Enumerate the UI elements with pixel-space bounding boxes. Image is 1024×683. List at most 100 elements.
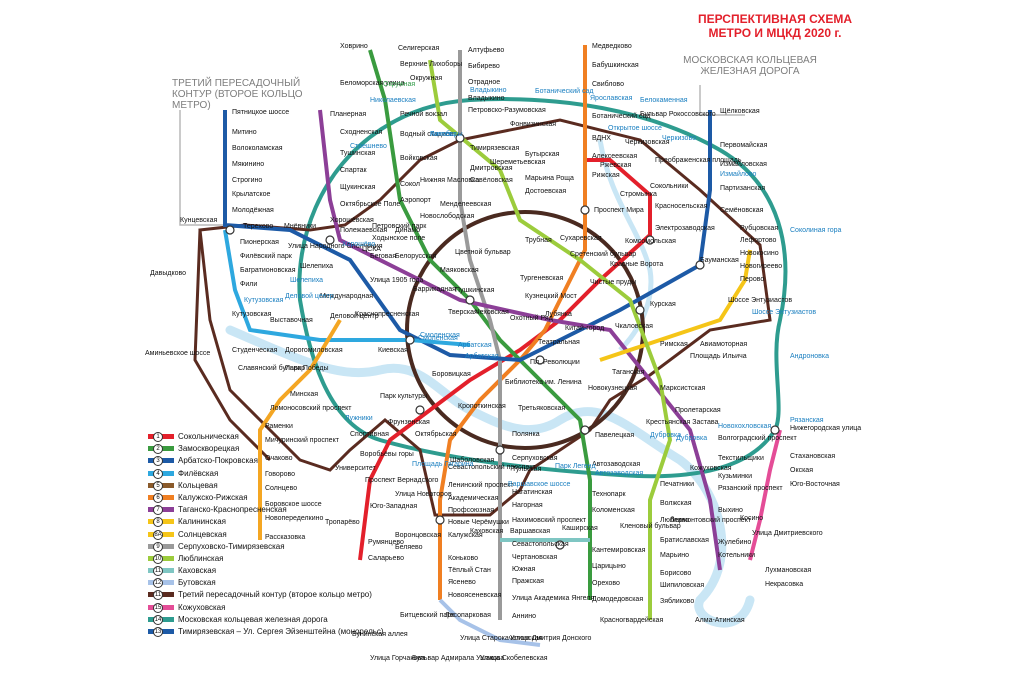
mcc-station-novokhokhlovskaya: Новохохловская (718, 423, 771, 430)
station-chertanovskaya: Чертановская (512, 554, 557, 561)
station-otradnoe: Отрадное (468, 79, 500, 86)
station-smolenskaya: Смоленская (420, 332, 460, 339)
station-strogino: Строгино (232, 177, 262, 184)
station-filyovsky-park: Филёвский парк (240, 252, 293, 260)
station-volokolamskaya: Волоколамская (232, 145, 283, 152)
mcc-station-belokamennaya: Белокаменная (640, 97, 688, 104)
station-klenovy: Кленовый бульвар (620, 522, 681, 530)
station-rzhevskaya: Ржевская (600, 162, 631, 169)
station-novokuznetskaya: Новокузнецкая (588, 385, 637, 392)
station-tverskaya: Тверская (448, 309, 478, 316)
station-khoroshyovskaya: Хорошёвская (330, 217, 374, 224)
station-lesoparkovaya: Лесопарковая (445, 612, 491, 619)
station-lubyanka: Лубянка (545, 310, 572, 318)
station-stromynka: Стромынка (620, 191, 657, 198)
station-fili: Фили (240, 281, 257, 288)
station-ulitsa-1905: Улица 1905 года (370, 277, 424, 284)
station-krylatskoe: Крылатское (232, 191, 270, 198)
station-verkhnie-likhobory: Верхние Лихоборы (400, 60, 462, 68)
legend-label: Серпуховско-Тимирязевская (178, 541, 285, 551)
station-shosse-entuziastov: Шоссе Энтузиастов (728, 297, 792, 304)
station-rubtsovskaya: Рубцовская (740, 224, 778, 232)
station-park-kultury: Парк культуры (380, 393, 427, 400)
station-bibirevo: Бибирево (468, 62, 500, 70)
station-likhobory: Лихоборы (430, 130, 463, 138)
legend-item: 9 Серпуховско-Тимирязевская (148, 541, 318, 554)
station-tulskaya: Тульская (512, 466, 542, 473)
station-nizhegorodskaya: Нижегородская улица (790, 425, 861, 432)
station-vladykino: Владыкино (468, 95, 505, 102)
legend-label: Московская кольцевая железная дорога (178, 614, 328, 624)
station-yangelya: Улица Академика Янгеля (512, 595, 594, 602)
station-borovitskaya: Боровицкая (432, 371, 471, 378)
station-dmitriya-donskogo: Улица Дмитрия Донского (510, 635, 592, 642)
station-okruzhnaya: Окружная (410, 75, 442, 82)
legend-line-number: 6 (153, 492, 163, 503)
station-shchukinskaya: Щукинская (340, 184, 376, 191)
interchange-markers (225, 133, 780, 550)
station-begovaya: Беговая (370, 253, 396, 260)
mcc-station-dubrovka: Дубровка (676, 434, 707, 442)
station-voykovskaya: Войковская (400, 154, 438, 162)
mcc-station-arbatskaya: Арбатская (458, 341, 492, 349)
station-chekhovskaya: Чеховская (475, 309, 509, 316)
station-profsoyuznaya: Профсоюзная (448, 507, 494, 514)
station-prazhskaya: Пражская (512, 578, 544, 585)
station-prospekt-vernadskogo: Проспект Вернадского (365, 477, 439, 484)
station-troparyovo: Тропарёво (325, 519, 360, 526)
station-novokosino: Новокосино (740, 250, 779, 257)
line-8a (258, 318, 342, 540)
station-orekhovo: Орехово (592, 580, 620, 587)
station-kuzminki: Кузьминки (718, 473, 752, 480)
station-ryazansky: Рязанский проспект (718, 484, 783, 492)
legend-line-number: 2 (153, 444, 163, 455)
station-lermontovsky: Лермонтовский проспект (670, 516, 752, 524)
mcc-station-otkrytoe: Открытое шоссе (608, 125, 662, 132)
station-vorontsovskaya: Воронцовская (395, 532, 441, 539)
station-botanichesky-sad: Ботанический сад (592, 112, 650, 120)
station-molodyozhnaya: Молодёжная (232, 207, 274, 214)
station-baumanskaya: Бауманская (700, 257, 739, 264)
station-altufyevo: Алтуфьево (468, 47, 504, 54)
station-oktyabrskoe-pole: Октябрьское Поле (340, 200, 400, 208)
station-pionerskaya: Пионерская (240, 239, 279, 246)
station-petrovsko-razumovskaya: Петровско-Разумовская (468, 107, 546, 114)
station-myakinino: Мякинино (232, 161, 264, 168)
station-dorogomilovskaya: Дорогомиловская (285, 347, 343, 354)
station-rumyantsevo: Румянцево (368, 539, 404, 546)
station-kolomenskaya: Коломенская (592, 507, 635, 514)
mcc-station-avtozavodskaya: Автозаводская (595, 470, 643, 477)
station-sviblovo: Свиблово (592, 80, 624, 88)
line-6 (438, 45, 587, 600)
station-dostoevskaya: Достоевская (525, 188, 566, 195)
station-terekhovo: Терехово (243, 223, 273, 230)
station-belyaevo: Беляево (395, 544, 423, 551)
mcc-station-koptevo: Коптево (430, 131, 456, 138)
line-15 (748, 429, 782, 561)
station-taganskaya: Таганская (612, 369, 645, 376)
station-sportivnaya: Спортивная (350, 431, 389, 438)
station-nagatinskaya: Нагатинская (512, 489, 553, 496)
station-tushinskaya: Тушинская (340, 150, 375, 157)
station-nagornaya: Нагорная (512, 502, 543, 509)
btk-branch-west (193, 229, 272, 462)
btk-note-leader (179, 110, 230, 226)
station-nizhnyaya-maslovka: Нижняя Масловка (420, 177, 479, 184)
mcc-note-leader (699, 85, 745, 116)
station-sukharevskaya: Сухаревская (560, 235, 602, 242)
station-polezhaevskaya: Полежаевская (340, 227, 387, 234)
legend-line-number: 9 (153, 541, 163, 552)
station-yugo-zapadnaya: Юго-Западная (370, 503, 417, 510)
legend-line-number: 13 (153, 627, 163, 637)
mcc-station-andronovka: Андроновка (790, 353, 829, 360)
station-kitay-gorod: Китай-город (565, 324, 604, 332)
station-kaluzhskaya: Калужская (448, 532, 483, 539)
station-timiryazevskaya: Тимирязевская (470, 145, 519, 152)
station-govorovo: Говорово (265, 471, 295, 478)
station-mendeleevskaya: Менделеевская (440, 201, 492, 208)
station-izmaylovskaya: Измайловская (720, 160, 767, 168)
station-starokachalovskaya: Улица Старокачаловская (460, 635, 542, 642)
